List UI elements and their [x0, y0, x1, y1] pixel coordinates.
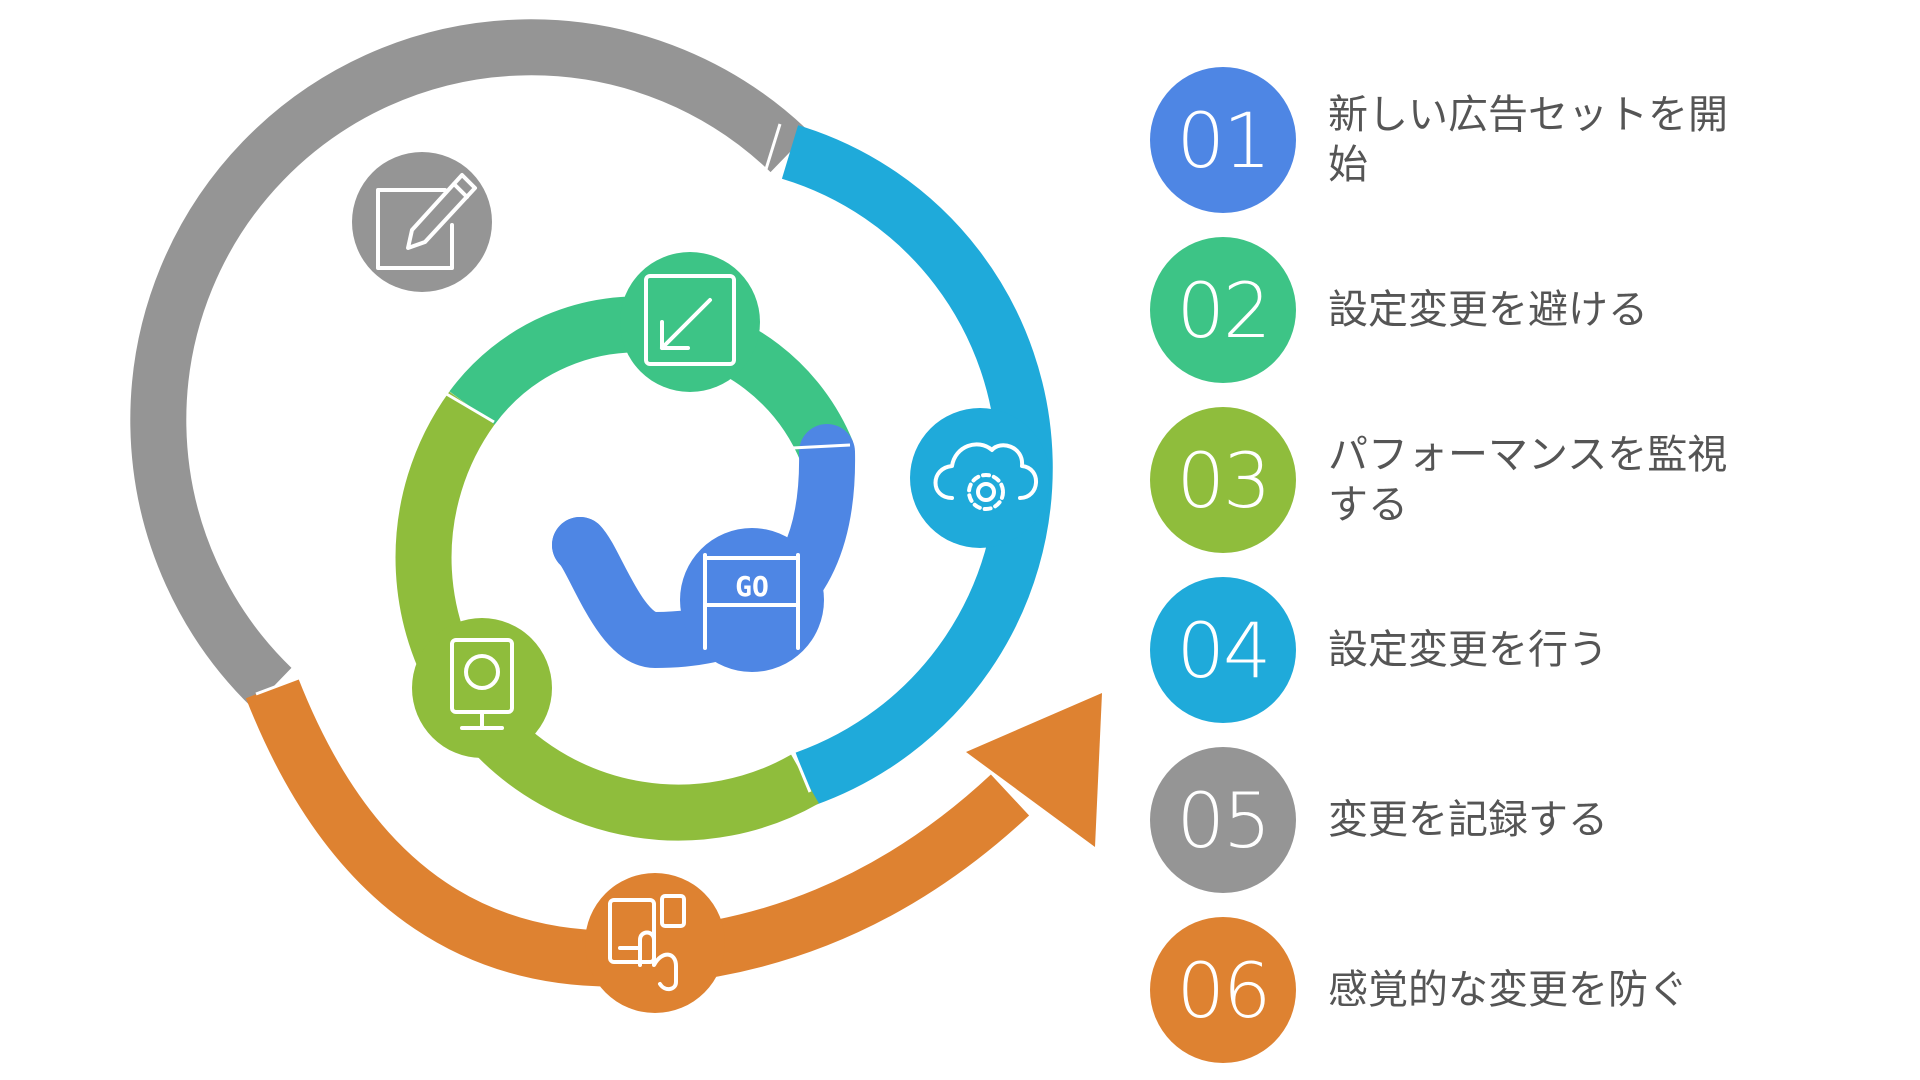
cloud-settings-icon [910, 408, 1050, 548]
step-item-01: 01 新しい広告セットを開始 [1150, 65, 1850, 215]
step-label: 変更を記録する [1328, 797, 1608, 843]
webcam-icon [412, 618, 552, 758]
step-label: 設定変更を行う [1328, 627, 1608, 673]
spiral-segment-gray [130, 19, 810, 709]
spiral-divider-olive-green [437, 387, 495, 424]
step-item-06: 06 感覚的な変更を防ぐ [1150, 915, 1850, 1065]
spiral-divider-gray-orange [255, 671, 313, 696]
go-sign-label: GO [735, 570, 769, 603]
arrow-square-icon [620, 252, 760, 392]
step-item-02: 02 設定変更を避ける [1150, 235, 1850, 385]
step-label: 新しい広告セットを開始 [1328, 92, 1728, 188]
spiral-divider-gray-cyan [760, 123, 782, 183]
step-number-circle: 05 [1150, 747, 1296, 893]
step-label: 感覚的な変更を防ぐ [1328, 967, 1688, 1013]
step-item-04: 04 設定変更を行う [1150, 575, 1850, 725]
step-item-03: 03 パフォーマンスを監視する [1150, 405, 1850, 555]
blue-segment-end [552, 517, 608, 573]
spiral-divider-cyan-olive [784, 733, 812, 793]
go-sign-icon: GO [680, 528, 824, 672]
step-label: パフォーマンスを監視する [1328, 432, 1728, 528]
edit-note-icon [352, 152, 492, 292]
step-number-circle: 03 [1150, 407, 1296, 553]
step-number-circle: 02 [1150, 237, 1296, 383]
step-number-circle: 06 [1150, 917, 1296, 1063]
devices-touch-icon [585, 873, 725, 1013]
step-number-circle: 04 [1150, 577, 1296, 723]
orange-arrow-head [966, 693, 1102, 847]
step-item-05: 05 変更を記録する [1150, 745, 1850, 895]
spiral-divider-green-blue [791, 443, 851, 450]
step-number-circle: 01 [1150, 67, 1296, 213]
step-label: 設定変更を避ける [1328, 287, 1648, 333]
